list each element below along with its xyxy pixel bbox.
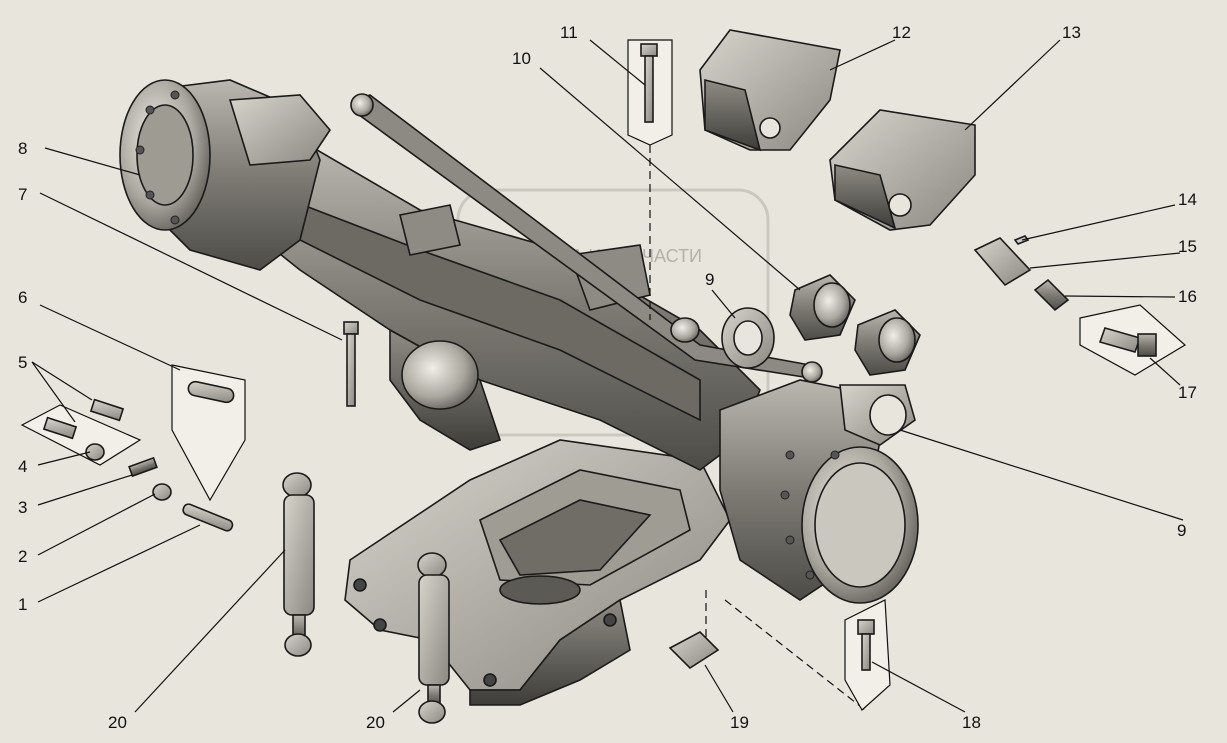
callout-3: 3 bbox=[18, 498, 27, 517]
bracket-13 bbox=[829, 109, 976, 231]
callout-9-ring: 9 bbox=[705, 270, 714, 289]
parts-14-17 bbox=[973, 235, 1187, 376]
callout-18: 18 bbox=[962, 713, 981, 732]
callout-11: 11 bbox=[560, 23, 578, 42]
callout-1: 1 bbox=[18, 595, 27, 614]
cylinder-20-left bbox=[282, 472, 315, 657]
part-18-19 bbox=[668, 590, 891, 711]
callout-16: 16 bbox=[1178, 287, 1197, 306]
cylinder-20-right bbox=[417, 552, 450, 724]
bolt-7 bbox=[343, 321, 359, 407]
callout-14: 14 bbox=[1178, 190, 1197, 209]
callout-7: 7 bbox=[18, 185, 27, 204]
left-wheel-hub bbox=[119, 79, 332, 271]
callout-20-right: 20 bbox=[366, 713, 385, 732]
bushings bbox=[721, 274, 921, 376]
callout-labels: 8 7 6 5 4 3 2 1 20 20 19 18 9 17 16 15 1… bbox=[18, 23, 1197, 732]
right-wheel-hub bbox=[719, 379, 919, 604]
leader-lines bbox=[31, 39, 1184, 713]
callout-4: 4 bbox=[18, 457, 27, 476]
callout-2: 2 bbox=[18, 547, 27, 566]
axle-beam bbox=[239, 139, 761, 471]
callout-10: 10 bbox=[512, 49, 531, 68]
callout-9-hub: 9 bbox=[1177, 521, 1186, 540]
tie-rod bbox=[350, 93, 823, 383]
parts-1-6 bbox=[20, 364, 246, 532]
callout-5: 5 bbox=[18, 353, 27, 372]
bracket-12 bbox=[699, 29, 841, 152]
axle-support-frame bbox=[344, 439, 731, 706]
callout-12: 12 bbox=[892, 23, 911, 42]
bolt-11-group bbox=[627, 39, 673, 320]
callout-15: 15 bbox=[1178, 237, 1197, 256]
callout-8: 8 bbox=[18, 139, 27, 158]
callout-6: 6 bbox=[18, 288, 27, 307]
callout-13: 13 bbox=[1062, 23, 1081, 42]
callout-19: 19 bbox=[730, 713, 749, 732]
callout-20-left: 20 bbox=[108, 713, 127, 732]
callout-17: 17 bbox=[1178, 383, 1197, 402]
